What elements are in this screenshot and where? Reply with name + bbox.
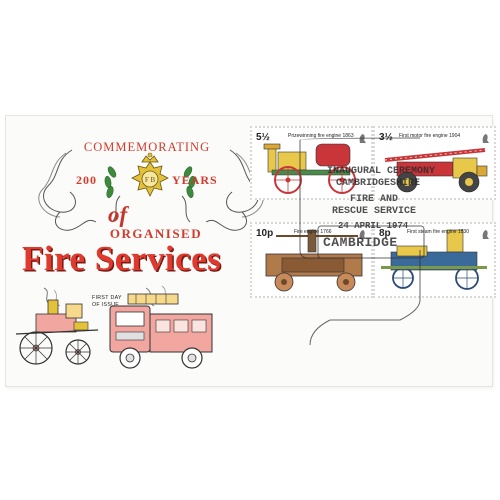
commemorating-label: COMMEMORATING (83, 140, 211, 154)
steam-fire-engine-icon (263, 143, 356, 194)
stamp-first-steam-fire-engine: 8p First steam fire engine 1830 (373, 222, 496, 298)
organised-label: ORGANISED (109, 226, 203, 241)
queens-head-icon (482, 230, 489, 239)
queens-head-icon (482, 134, 489, 143)
first-day-line: FIRST DAY (92, 295, 122, 301)
postmark-line-2: CAMBRIDGESHIRE (336, 178, 421, 189)
queens-head-icon (359, 230, 366, 239)
postmark-city: CAMBRIDGE (323, 235, 398, 250)
postmark-date: 24 APRIL 1974 (338, 221, 409, 231)
of-label: of (108, 202, 128, 227)
postmark-line-3: FIRE AND (350, 194, 399, 205)
postmark-line-1: INAUGURAL CEREMONY (327, 166, 436, 177)
motor-fire-engine-icon (384, 148, 488, 193)
stamp-caption: Prizewinning fire engine 1863 (288, 133, 354, 139)
stamp-caption: First steam fire engine 1830 (407, 229, 469, 235)
stamp-prizewinning-fire-engine: 5½ Prizewinning fire engine 1863 (250, 126, 373, 200)
stamp-fire-engine-1766: 10p Fire engine 1766 (250, 222, 373, 298)
stamp-value: 3½ (379, 132, 393, 143)
stamp-value: 8p (379, 228, 391, 239)
stamp-caption: First motor fire engine 1904 (399, 133, 461, 139)
first-day-of-issue-label: FIRST DAY OF ISSUE (92, 295, 122, 309)
badge-monogram: F B (145, 176, 156, 184)
stamp-value: 10p (256, 228, 274, 239)
hand-pump-fire-engine-icon (265, 229, 363, 292)
steam-pump-engine-icon (381, 229, 487, 290)
fire-brigade-badge-icon: F B (131, 152, 169, 197)
of-issue-line: OF ISSUE (92, 302, 120, 308)
motor-fire-engine-illustration (109, 285, 213, 369)
years-label: YEARS (172, 173, 218, 187)
cover-title: Fire Services (22, 239, 222, 278)
stamp-caption: Fire engine 1766 (294, 229, 332, 235)
years-number: 200 (76, 173, 97, 187)
postmark-line-4: RESCUE SERVICE (332, 206, 417, 217)
horse-drawn-fire-engine-illustration (15, 287, 99, 365)
stamp-value: 5½ (256, 132, 270, 143)
